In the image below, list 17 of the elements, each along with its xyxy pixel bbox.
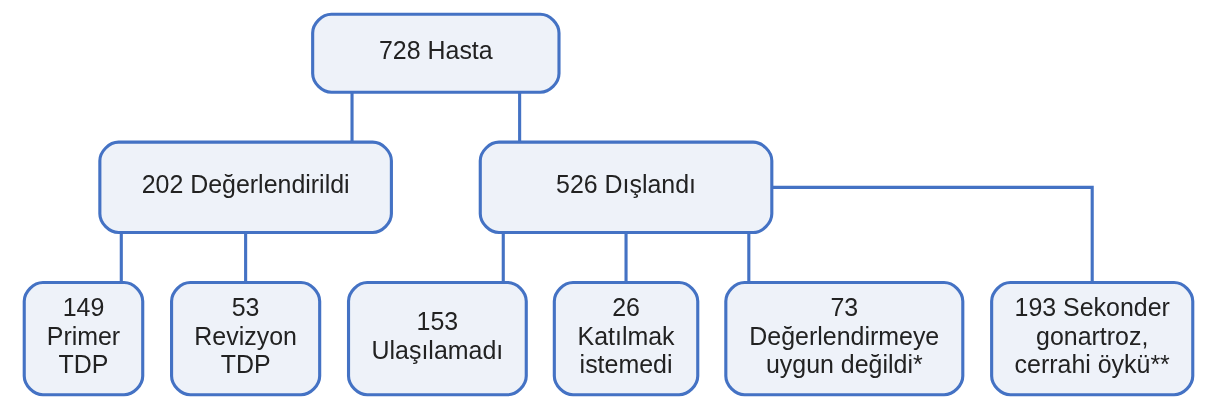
connector [746, 232, 750, 282]
node-box: 73 Değerlendirmeye uygun değildi* [723, 280, 964, 397]
connector [119, 232, 123, 282]
connector [243, 232, 247, 282]
node-box: 526 Dışlandı [478, 140, 773, 235]
node-box: 202 Değerlendirildi [97, 140, 393, 235]
connector [517, 92, 521, 142]
node-box: 53 Revizyon TDP [169, 280, 321, 397]
node-box: 149 Primer TDP [22, 280, 144, 397]
node-box: 193 Sekonder gonartroz, cerrahi öykü** [989, 280, 1194, 397]
connector [501, 232, 505, 282]
connector [624, 232, 628, 282]
connector [771, 185, 1094, 283]
node-box: 153 Ulaşılamadı [346, 280, 528, 397]
connector [349, 92, 354, 142]
node-box: 26 Katılmak istemedi [552, 280, 699, 397]
node-box: 728 Hasta [310, 12, 561, 94]
